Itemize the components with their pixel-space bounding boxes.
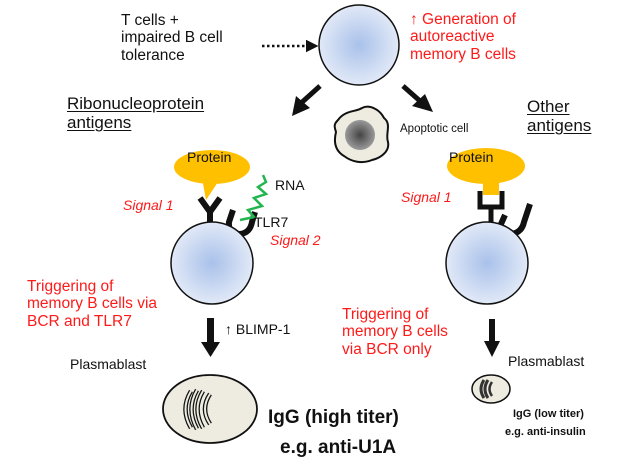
anti-u1a-label: e.g. anti-U1A — [280, 437, 397, 458]
arrow-left-branch — [292, 84, 322, 116]
right-trigger-label: Triggering of memory B cells via BCR onl… — [342, 306, 448, 358]
right-heading: Other antigens — [527, 97, 591, 135]
left-trigger-line: Triggering of — [27, 278, 114, 295]
right-signal1-label: Signal 1 — [401, 189, 452, 205]
blimp1-label: ↑ BLIMP-1 — [225, 321, 291, 337]
left-trigger-label: Triggering of memory B cells via BCR and… — [27, 278, 157, 330]
right-heading-line: Other — [527, 97, 570, 116]
signal2-label: Signal 2 — [270, 232, 321, 248]
arrow-right-branch — [401, 84, 433, 112]
input-label-line: T cells + — [121, 12, 179, 29]
outcome-label-line: ↑ Generation of — [410, 11, 516, 28]
memory-b-cell-right — [445, 221, 529, 305]
left-signal1-label: Signal 1 — [123, 197, 174, 213]
input-label: T cells + impaired B cell tolerance — [121, 12, 223, 64]
memory-b-cell-left — [170, 221, 254, 305]
outcome-label-line: memory B cells — [410, 45, 516, 63]
left-trigger-line: BCR and TLR7 — [27, 312, 132, 330]
left-trigger-line: memory B cells via — [27, 295, 158, 313]
low-titer-label: IgG (low titer) — [513, 408, 584, 420]
right-trigger-line: via BCR only — [342, 340, 432, 358]
input-label-line: impaired B cell — [121, 29, 223, 47]
right-protein — [447, 148, 525, 195]
high-titer-label: IgG (high titer) — [268, 407, 399, 428]
anti-insulin-label: e.g. anti-insulin — [505, 426, 586, 438]
plasmablast-small — [471, 374, 511, 404]
left-protein-label: Protein — [187, 149, 232, 165]
tlr7-label: TLR7 — [254, 214, 289, 230]
right-plasmablast-label: Plasmablast — [508, 353, 585, 369]
left-heading: Ribonucleoprotein antigens — [67, 94, 204, 132]
left-plasmablast-label: Plasmablast — [70, 356, 147, 372]
right-bcr-receptor — [477, 191, 505, 222]
rna-strand — [239, 174, 269, 222]
arrow-down-left — [201, 318, 220, 357]
input-label-line: tolerance — [121, 46, 185, 64]
right-protein-label: Protein — [449, 149, 494, 165]
left-heading-line: Ribonucleoprotein — [67, 94, 205, 113]
apoptotic-cell-label: Apoptotic cell — [400, 123, 469, 135]
apoptotic-cell — [333, 105, 390, 164]
rna-label: RNA — [275, 177, 305, 193]
right-trigger-line: memory B cells — [342, 323, 448, 341]
left-protein — [174, 150, 250, 200]
left-heading-line: antigens — [67, 113, 132, 133]
outcome-label-line: autoreactive — [410, 28, 495, 46]
memory-b-cell-top — [318, 4, 400, 86]
arrow-down-right — [484, 319, 500, 357]
plasmablast-large — [162, 374, 258, 444]
right-trigger-line: Triggering of — [342, 306, 429, 323]
left-bcr-receptor — [197, 196, 223, 224]
outcome-label: ↑ Generation of autoreactive memory B ce… — [410, 11, 516, 63]
right-heading-line: antigens — [527, 116, 592, 136]
